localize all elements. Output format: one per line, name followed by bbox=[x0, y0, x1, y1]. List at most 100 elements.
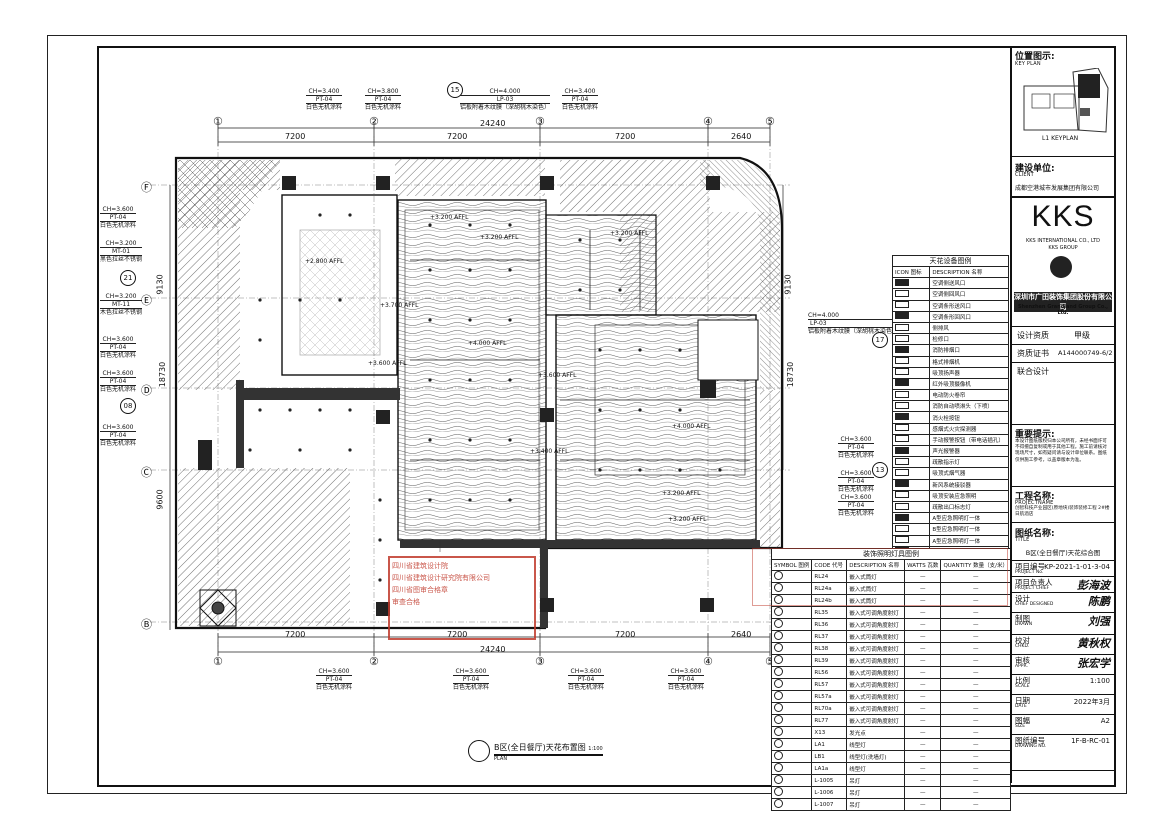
info-value: A2 bbox=[1100, 717, 1110, 725]
light-watts: — bbox=[904, 630, 942, 644]
client-title: 建设单位: bbox=[1015, 164, 1055, 174]
device-legend-row: 感烟式火灾探测器 bbox=[891, 422, 1009, 435]
device-legend-row: 吸顶安装应急照明 bbox=[891, 489, 1009, 502]
tag-code: PT-04 bbox=[838, 443, 875, 452]
tag-code: PT-04 bbox=[306, 95, 343, 104]
approval-stamp: 四川省建筑设计院 四川省建筑设计研究院有限公司 四川省图审合格章 审查合格 bbox=[388, 556, 536, 640]
light-quantity: — bbox=[940, 786, 1011, 800]
light-quantity: — bbox=[940, 762, 1011, 776]
device-legend-row: A型应急照明灯一体 bbox=[891, 512, 1009, 525]
light-watts: — bbox=[904, 714, 942, 728]
device-legend-row: 侧排风 bbox=[891, 321, 1009, 335]
section-mark-13: 13 bbox=[872, 462, 888, 478]
axis-bottom-2: ② bbox=[369, 655, 379, 668]
device-legend-row: 消防自动喷淋头（下喷） bbox=[891, 400, 1009, 413]
light-quantity: — bbox=[940, 738, 1011, 752]
key-plan-title: 位置图示: bbox=[1015, 52, 1055, 62]
light-watts: — bbox=[904, 666, 942, 680]
light-watts: — bbox=[904, 762, 942, 776]
light-quantity: — bbox=[940, 666, 1011, 680]
device-description: 电动防火卷帘 bbox=[929, 389, 1009, 402]
light-description: 嵌入式可调角度射灯 bbox=[846, 714, 906, 728]
qualification-value-2: A144000749-6/2 bbox=[1058, 349, 1113, 357]
device-icon bbox=[891, 422, 931, 435]
device-description: 消防排烟口 bbox=[929, 344, 1009, 357]
tag-desc: 白色无机涂料 bbox=[838, 452, 875, 459]
tag-ch: CH=3.600 bbox=[102, 336, 134, 343]
light-legend-header-desc: DESCRIPTION 名称 bbox=[846, 558, 906, 572]
axis-left-5: Ⓑ bbox=[141, 618, 152, 631]
joint-design-row: 联合设计 bbox=[1012, 362, 1114, 425]
info-label: 比例 bbox=[1015, 676, 1030, 685]
ceiling-height-11: +3.200 AFFL bbox=[662, 490, 701, 497]
info-label: 校对 bbox=[1015, 636, 1030, 645]
light-symbol-icon bbox=[770, 774, 813, 788]
axis-bottom-4: ④ bbox=[703, 655, 713, 668]
plan-scale: 1:100 bbox=[588, 746, 603, 752]
light-description: 线型灯 bbox=[846, 738, 906, 752]
device-icon bbox=[891, 344, 931, 357]
material-tag-right-4: CH=3.600 PT-04 白色无机涂料 bbox=[838, 494, 875, 517]
light-symbol-icon bbox=[770, 798, 813, 812]
device-legend-row: 疏散指示灯 bbox=[891, 456, 1009, 469]
material-tag-bottom-2: CH=3.600 PT-04 白色无机涂料 bbox=[453, 668, 490, 691]
tag-desc: 白色无机涂料 bbox=[668, 684, 705, 691]
info-label: 项目负责人 bbox=[1015, 578, 1053, 587]
tag-desc: 白色无机涂料 bbox=[100, 222, 137, 229]
light-code: RL35 bbox=[811, 606, 848, 620]
tag-code: PT-04 bbox=[100, 377, 137, 386]
tag-desc: 白色无机涂料 bbox=[453, 684, 490, 691]
ceiling-height-5: +3.200 AFFL bbox=[480, 234, 519, 241]
material-tag-right-3: CH=3.600 PT-04 白色无机涂料 bbox=[838, 470, 875, 493]
material-tag-top-2: CH=3.800 PT-04 白色无机涂料 bbox=[365, 88, 402, 111]
light-description: 吊灯 bbox=[846, 774, 906, 788]
light-symbol-icon bbox=[770, 654, 813, 668]
key-plan-section: 位置图示: KEY PLAN L1 KEYPLAN bbox=[1012, 46, 1114, 197]
tag-ch: CH=3.200 bbox=[105, 293, 137, 300]
approval-stamp-2 bbox=[752, 548, 1008, 606]
tag-code: PT-04 bbox=[568, 675, 605, 684]
drawing-title-section: 图纸名称: TITLE B区(全日餐厅)天花综合图 bbox=[1012, 522, 1114, 561]
tag-code: PT-04 bbox=[316, 675, 353, 684]
tag-ch: CH=3.600 bbox=[102, 206, 134, 213]
info-value: 2022年3月 bbox=[1073, 698, 1110, 706]
light-symbol-icon bbox=[770, 702, 813, 716]
notes-title: 重要提示: bbox=[1015, 430, 1055, 440]
plan-title: B区(全日餐厅)天花布置图 1:100 bbox=[494, 742, 603, 756]
ceiling-plan-drawing bbox=[150, 124, 790, 660]
qualification-value-1: 甲级 bbox=[1074, 331, 1090, 340]
qualification-label-1: 设计资质 bbox=[1017, 331, 1049, 340]
ceiling-height-3: +2.800 AFFL bbox=[305, 258, 344, 265]
device-legend-header-icon: ICON 图标 bbox=[891, 265, 931, 279]
drawing-frame bbox=[97, 46, 1116, 787]
info-value: 刘强 bbox=[1088, 615, 1110, 628]
tag-desc: 白色无机涂料 bbox=[100, 386, 137, 393]
section-mark-21: 21 bbox=[120, 270, 136, 286]
light-watts: — bbox=[904, 606, 942, 620]
device-icon bbox=[891, 512, 931, 525]
tag-code: PT-04 bbox=[562, 95, 599, 104]
device-legend-header-desc: DESCRIPTION 名称 bbox=[929, 265, 1009, 279]
light-symbol-icon bbox=[770, 606, 813, 620]
axis-top-3: ③ bbox=[535, 115, 545, 128]
info-label-en: SIZE bbox=[1015, 724, 1026, 729]
device-description: A型应急照明灯一体 bbox=[929, 534, 1009, 547]
tag-ch: CH=3.600 bbox=[840, 494, 872, 501]
info-label-en: PROJECT CHIEF bbox=[1015, 586, 1050, 591]
material-tag-bottom-3: CH=3.600 PT-04 白色无机涂料 bbox=[568, 668, 605, 691]
info-value: 彭海波 bbox=[1077, 579, 1110, 592]
device-description: 空调侧送风口 bbox=[929, 277, 1009, 290]
info-label-en: APPR. bbox=[1015, 664, 1028, 669]
device-description: 空调条形回风口 bbox=[929, 310, 1009, 323]
info-label-en: PROJECT No. bbox=[1015, 570, 1044, 575]
axis-left-3: Ⓓ bbox=[141, 384, 152, 397]
device-description: 新风系统接驳器 bbox=[929, 478, 1009, 491]
light-code: L-1007 bbox=[811, 798, 848, 812]
